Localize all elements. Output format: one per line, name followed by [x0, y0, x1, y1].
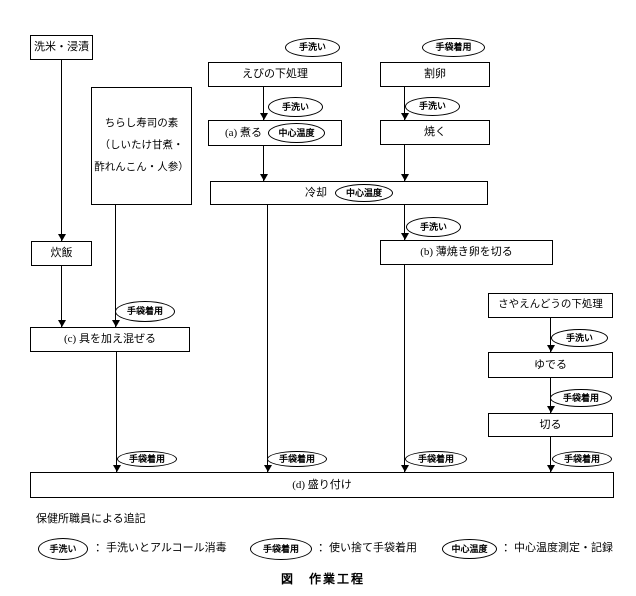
gloves-badge: 手袋着用 — [552, 451, 612, 467]
node-label: ちらし寿司の素 — [104, 118, 179, 129]
connector-cooling-to-plating — [267, 205, 268, 472]
arrowhead-icon — [547, 465, 555, 472]
node-label: 洗米・浸漬 — [34, 41, 89, 53]
connector-grill-to-cooling — [404, 145, 405, 181]
node-label: 割卵 — [424, 68, 446, 80]
node-cooling: 冷却 中心温度 — [210, 181, 488, 205]
arrowhead-icon — [547, 406, 555, 413]
handwash-badge: 手洗い — [285, 38, 340, 57]
node-rice-cooking: 炊飯 — [31, 241, 92, 266]
arrowhead-icon — [260, 113, 268, 120]
connector-chirashi-to-mix — [115, 205, 116, 327]
node-label: (a) 煮る — [225, 126, 262, 139]
core-temp-badge: 中心温度 — [442, 539, 497, 559]
connector-cut-to-plating — [550, 437, 551, 472]
connector-boil-to-cooling — [263, 146, 264, 181]
arrowhead-icon — [401, 113, 409, 120]
arrowhead-icon — [401, 174, 409, 181]
connector-shrimp-to-boil — [263, 87, 264, 120]
node-chirashi-base: ちらし寿司の素 （しいたけ甘煮・ 酢れんこん・人参） — [91, 87, 192, 205]
node-label: 切る — [539, 418, 562, 431]
core-temp-badge: 中心温度 — [335, 184, 393, 202]
node-rice-washing: 洗米・浸漬 — [30, 35, 93, 60]
legend-core-temp-desc: ：中心温度測定・記録 — [503, 542, 613, 554]
node-label: ゆでる — [534, 358, 567, 371]
node-shrimp-prep: えびの下処理 — [208, 62, 342, 87]
gloves-badge: 手袋着用 — [267, 451, 327, 467]
connector-mix-to-plating — [116, 352, 117, 472]
node-label: (d) 盛り付け — [292, 478, 352, 491]
gloves-badge: 手袋着用 — [250, 538, 312, 560]
gloves-badge: 手袋着用 — [550, 389, 612, 407]
handwash-badge: 手洗い — [38, 538, 88, 560]
node-label: 炊飯 — [50, 247, 73, 259]
connector-rice-wash-to-cook — [61, 60, 62, 241]
arrowhead-icon — [113, 465, 121, 472]
handwash-badge: 手洗い — [268, 97, 323, 117]
node-cut-peas: 切る — [488, 413, 613, 437]
node-crack-eggs: 割卵 — [380, 62, 490, 87]
connector-cook-to-mix — [61, 266, 62, 327]
legend-gloves-desc: ：使い捨て手袋着用 — [318, 542, 417, 554]
connector-cooling-to-cut-egg — [404, 205, 405, 240]
node-mix-ingredients: (c) 具を加え混ぜる — [30, 327, 190, 352]
handwash-badge: 手洗い — [406, 217, 461, 237]
node-snow-pea-prep: さやえんどうの下処理 — [488, 293, 613, 318]
node-label: 焼く — [424, 126, 446, 138]
connector-pea-prep-to-boil — [550, 318, 551, 352]
node-label: 冷却 — [305, 186, 327, 199]
arrowhead-icon — [401, 233, 409, 240]
arrowhead-icon — [264, 465, 272, 472]
annotation-note: 保健所職員による追記 — [36, 513, 146, 525]
node-label: （しいたけ甘煮・ — [99, 140, 184, 151]
node-grill: 焼く — [380, 120, 490, 145]
gloves-badge: 手袋着用 — [117, 451, 177, 467]
arrowhead-icon — [58, 320, 66, 327]
handwash-badge: 手洗い — [551, 329, 608, 347]
gloves-badge: 手袋着用 — [115, 301, 175, 322]
gloves-badge: 手袋着用 — [422, 38, 485, 57]
node-boil-shrimp: (a) 煮る 中心温度 — [208, 120, 342, 146]
figure-caption: 図 作業工程 — [280, 572, 365, 586]
connector-cut-egg-to-plating — [404, 265, 405, 472]
node-cut-egg-sheet: (b) 薄焼き卵を切る — [380, 240, 553, 265]
node-label: えびの下処理 — [242, 68, 308, 80]
arrowhead-icon — [547, 345, 555, 352]
node-plating: (d) 盛り付け — [30, 472, 614, 498]
arrowhead-icon — [260, 174, 268, 181]
node-label: (b) 薄焼き卵を切る — [420, 246, 513, 258]
connector-eggs-to-grill — [404, 87, 405, 120]
arrowhead-icon — [58, 234, 66, 241]
gloves-badge: 手袋着用 — [405, 451, 467, 467]
legend-handwash-desc: ：手洗いとアルコール消毒 — [95, 542, 227, 554]
arrowhead-icon — [112, 320, 120, 327]
node-label: (c) 具を加え混ぜる — [64, 333, 156, 345]
node-label: さやえんどうの下処理 — [498, 299, 603, 311]
arrowhead-icon — [401, 465, 409, 472]
node-label: 酢れんこん・人参） — [94, 162, 189, 173]
node-boil-peas: ゆでる — [488, 352, 613, 378]
handwash-badge: 手洗い — [405, 97, 460, 116]
core-temp-badge: 中心温度 — [267, 123, 325, 143]
